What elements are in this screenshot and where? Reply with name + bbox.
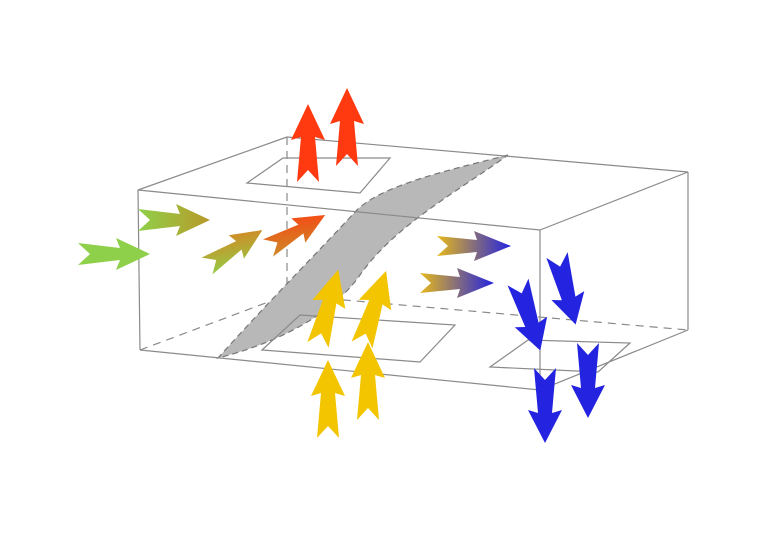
sweep-to-retentate-arrow	[437, 231, 511, 261]
sweep-inflow-arrow-bottom	[311, 360, 345, 438]
top-port-outline	[245, 157, 392, 194]
feed-to-permeate-arrow	[201, 230, 263, 275]
feed-inflow-arrow	[138, 204, 210, 236]
feed-to-permeate-arrow	[263, 215, 326, 257]
retentate-outflow-arrow	[507, 278, 548, 351]
permeate-outflow-arrow-top	[291, 104, 325, 182]
sweep-inflow-arrow-bottom	[307, 269, 346, 348]
feed-inflow-arrow	[78, 238, 150, 270]
retentate-outflow-arrow	[528, 368, 562, 443]
sweep-inflow-arrow-bottom	[351, 270, 392, 349]
retentate-outflow-arrow	[546, 252, 585, 325]
sweep-to-retentate-arrow	[420, 268, 494, 298]
bottom-port-outline-right	[488, 339, 632, 373]
retentate-outflow-arrow	[571, 343, 605, 418]
sweep-inflow-arrow-bottom	[351, 342, 385, 420]
permeate-outflow-arrow-top	[330, 88, 364, 166]
box-hidden-edges	[139, 137, 689, 351]
